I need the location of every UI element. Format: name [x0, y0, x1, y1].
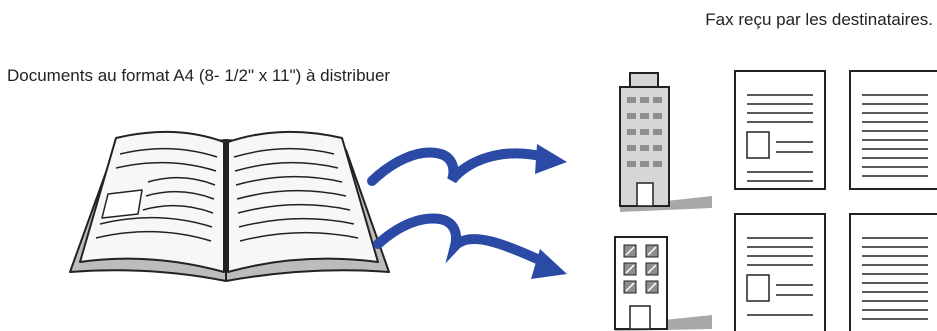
arrow-icon	[373, 213, 567, 279]
document-icon	[734, 70, 826, 190]
building-icon	[619, 72, 712, 212]
recipients-caption: Fax reçu par les destinataires.	[705, 10, 933, 29]
building-icon	[614, 236, 712, 331]
document-icon	[849, 70, 937, 190]
source-caption: Documents au format A4 (8- 1/2" x 11") à…	[7, 66, 391, 85]
arrow-icon	[367, 144, 567, 186]
document-icon	[734, 213, 826, 331]
open-book-icon	[69, 130, 390, 282]
document-icon	[849, 213, 937, 331]
